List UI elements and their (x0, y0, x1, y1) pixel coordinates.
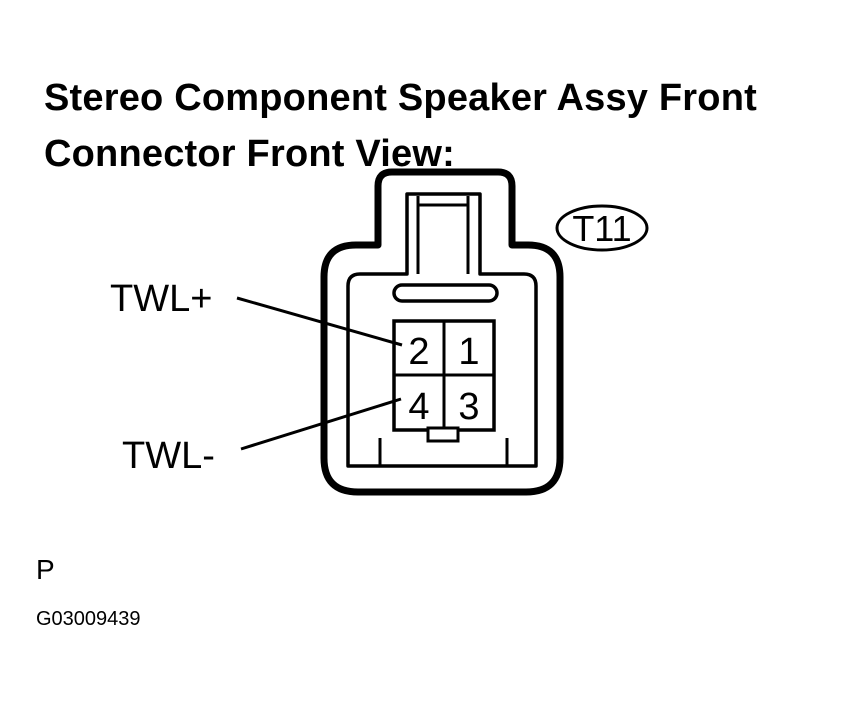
page-letter: P (36, 554, 55, 585)
twl-plus-label: TWL+ (110, 278, 213, 320)
connector-inner-housing (346, 192, 538, 468)
title-line-2: Connector Front View: (44, 133, 455, 175)
diagram-title: Stereo Component Speaker Assy Front Conn… (44, 70, 757, 182)
connector-outer-housing (320, 168, 564, 496)
keying-slot (392, 283, 499, 303)
connector-code: T11 (572, 208, 631, 249)
twl-plus-leader-line (236, 296, 403, 347)
pin-4: 4 (408, 386, 429, 428)
title-line-1: Stereo Component Speaker Assy Front (44, 77, 757, 119)
pin-3: 3 (458, 386, 479, 428)
bottom-key-tab (426, 426, 460, 443)
twl-minus-label: TWL- (122, 435, 215, 477)
figure-id: G03009439 (36, 608, 141, 630)
connector-code-callout (555, 204, 649, 252)
twl-minus-leader-line (240, 397, 402, 451)
pin-2: 2 (408, 331, 429, 373)
pin-1: 1 (458, 331, 479, 373)
